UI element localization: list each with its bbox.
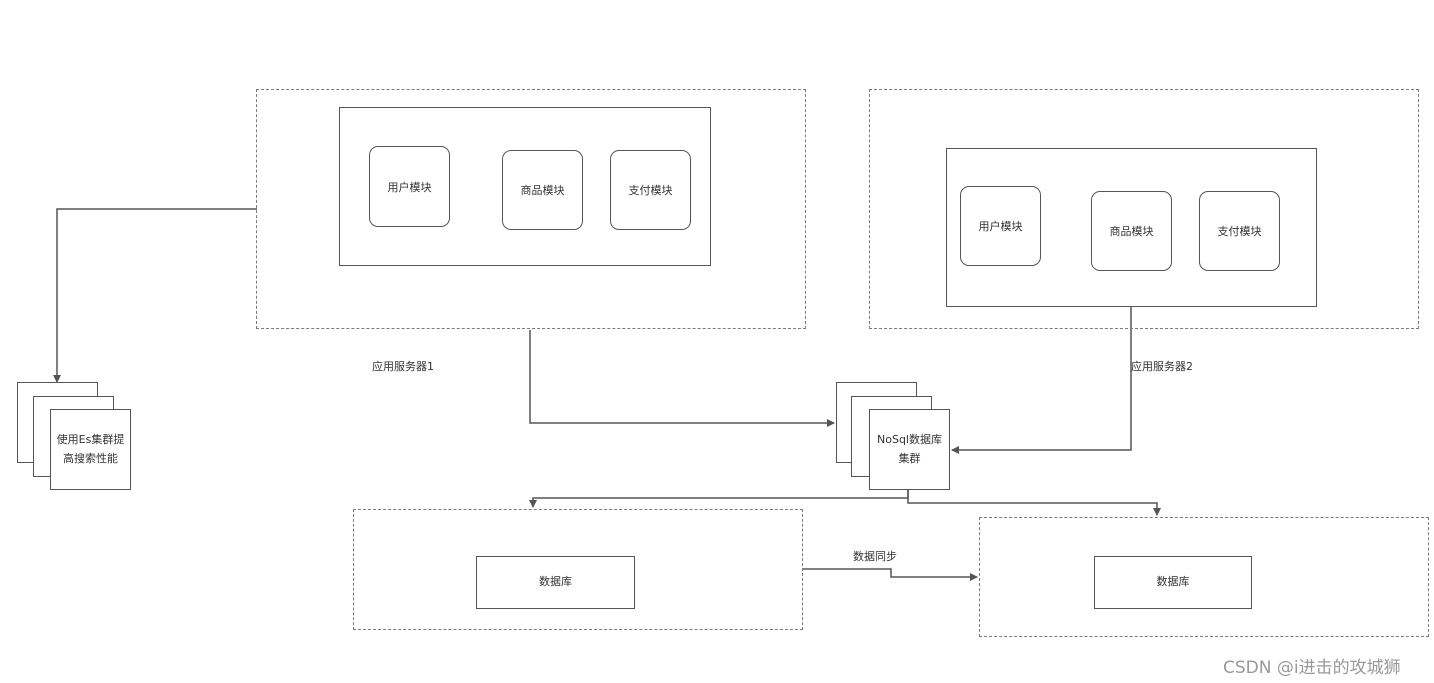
app-server-2-boundary <box>869 89 1419 329</box>
arrow-nosql-to-db-right <box>907 490 1161 516</box>
app-server-1-label: 应用服务器1 <box>372 360 434 373</box>
db-left-boundary <box>353 509 803 630</box>
server2-product-module: 商品模块 <box>1091 191 1172 271</box>
nosql-cluster-text-line1: NoSql数据库 <box>877 433 942 447</box>
server1-product-module: 商品模块 <box>502 150 583 230</box>
arrow-data-sync <box>803 568 978 581</box>
arrow-server1-to-es <box>53 208 257 383</box>
db-left-node: 数据库 <box>476 556 635 609</box>
nosql-cluster-text-line2: 集群 <box>898 451 921 465</box>
server2-payment-module: 支付模块 <box>1199 191 1280 271</box>
arrow-server2-to-nosql <box>951 307 1132 454</box>
data-sync-label: 数据同步 <box>853 550 897 563</box>
app-server-2-label: 应用服务器2 <box>1131 360 1193 373</box>
server1-payment-module: 支付模块 <box>610 150 691 230</box>
db-right-boundary <box>979 517 1429 637</box>
es-cluster-text-line2: 高搜索性能 <box>63 451 118 465</box>
arrow-nosql-to-db-left <box>529 490 909 508</box>
nosql-cluster-node: NoSql数据库 集群 <box>869 409 950 490</box>
es-cluster-node: 使用Es集群提 高搜索性能 <box>50 409 131 490</box>
csdn-watermark: CSDN @i进击的攻城狮 <box>1223 658 1401 678</box>
server1-user-module: 用户模块 <box>369 146 450 227</box>
arrow-server1-to-nosql <box>529 330 835 427</box>
db-right-node: 数据库 <box>1094 556 1252 609</box>
app-server-1-boundary <box>256 89 806 329</box>
server2-user-module: 用户模块 <box>960 186 1041 266</box>
es-cluster-text-line1: 使用Es集群提 <box>56 433 125 447</box>
